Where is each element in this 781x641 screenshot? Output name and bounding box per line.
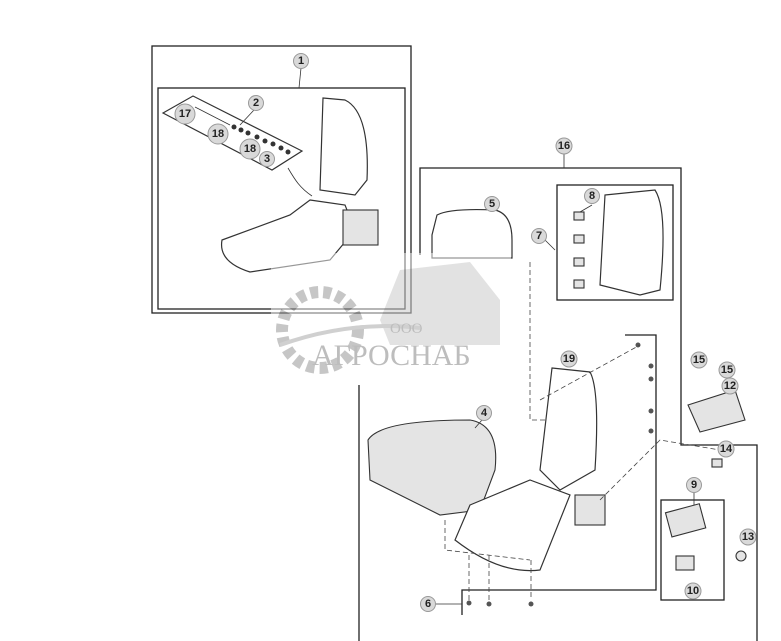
clips-8 (573, 211, 585, 289)
callout-3: 3 (259, 151, 275, 167)
svg-text:4: 4 (481, 407, 488, 419)
combine-harvester-icon (380, 262, 500, 345)
svg-text:16: 16 (558, 140, 570, 152)
callout-15b: 15 (718, 361, 736, 379)
svg-text:8: 8 (589, 190, 595, 202)
callout-18b: 18 (239, 138, 261, 160)
watermark-logo: ООО АГРОСНАБ (271, 253, 511, 385)
svg-text:6: 6 (425, 598, 431, 610)
gear-icon (276, 286, 364, 374)
callout-17: 17 (174, 103, 196, 125)
nut-13 (735, 550, 747, 562)
callout-13: 13 (739, 528, 757, 546)
callout-2: 2 (239, 95, 264, 126)
callout-18a: 18 (207, 123, 229, 145)
seat-pan-frame-1 (220, 199, 356, 273)
callout-16: 16 (555, 137, 573, 168)
callout-4: 4 (474, 405, 492, 429)
bolt-14 (711, 458, 723, 468)
svg-text:13: 13 (742, 531, 754, 543)
callout-8: 8 (584, 188, 600, 204)
switch-9 (664, 503, 707, 538)
seat-back-frame-19 (539, 367, 598, 491)
callouts: 1 2 17 18 18 3 16 5 7 8 19 4 15 15 12 14… (174, 53, 757, 612)
screws (466, 342, 654, 607)
callout-5: 5 (484, 196, 500, 212)
headrest-5 (431, 208, 513, 259)
callout-10: 10 (684, 582, 702, 600)
callout-15a: 15 (690, 351, 708, 369)
svg-text:17: 17 (179, 108, 191, 120)
callout-1: 1 (293, 53, 309, 89)
seat-pan-frame-16 (454, 479, 571, 572)
svg-text:1: 1 (298, 55, 304, 67)
svg-text:15: 15 (721, 364, 733, 376)
svg-text:15: 15 (693, 354, 705, 366)
callout-6: 6 (420, 596, 462, 612)
svg-text:12: 12 (724, 380, 736, 392)
cover-12 (687, 389, 746, 433)
svg-text:2: 2 (253, 97, 259, 109)
svg-text:18: 18 (212, 128, 224, 140)
assembly-16-frame (419, 167, 758, 641)
svg-text:19: 19 (563, 353, 575, 365)
svg-text:10: 10 (687, 585, 699, 597)
callout-9: 9 (686, 477, 702, 505)
svg-text:14: 14 (720, 443, 733, 455)
hardware-box (461, 334, 657, 615)
svg-text:5: 5 (489, 198, 495, 210)
assembly-1-parts (161, 95, 379, 273)
svg-text:7: 7 (536, 230, 542, 242)
svg-text:18: 18 (244, 143, 256, 155)
watermark-brand: АГРОСНАБ (312, 339, 471, 372)
watermark-prefix: ООО (390, 321, 423, 337)
callout-12: 12 (721, 377, 739, 395)
part-9-box (660, 499, 725, 601)
callout-14: 14 (717, 440, 735, 458)
seat-back-frame-1 (319, 97, 368, 196)
back-cover-8 (599, 189, 664, 296)
svg-text:3: 3 (264, 153, 270, 165)
bracket-1 (342, 209, 379, 246)
callout-19: 19 (560, 350, 578, 368)
callout-7: 7 (531, 228, 547, 244)
assembly-16-parts (367, 189, 747, 607)
part-8-box (556, 184, 674, 301)
washers (231, 124, 291, 155)
seat-cushion-4 (367, 419, 497, 516)
connector-10 (675, 555, 695, 571)
svg-text:9: 9 (691, 479, 697, 491)
assembly-1-inner-frame (157, 87, 406, 310)
